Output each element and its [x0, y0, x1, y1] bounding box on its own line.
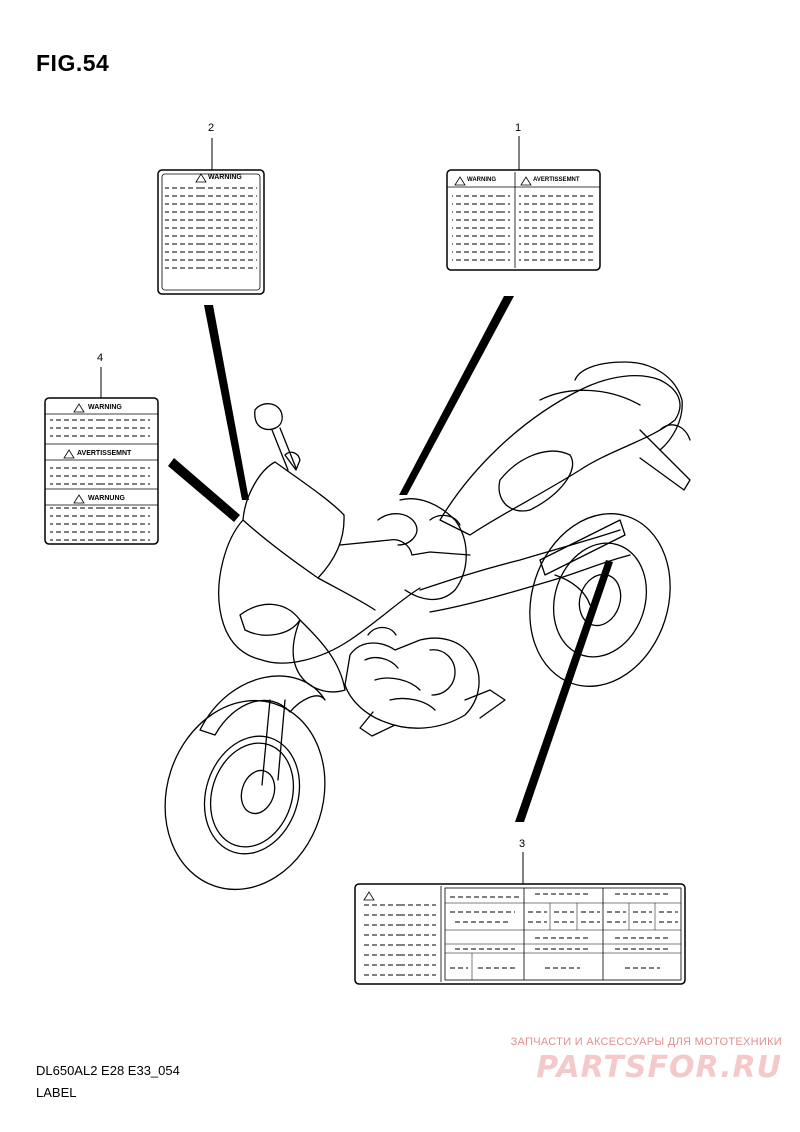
leader-label-1 [399, 296, 514, 495]
callout-number-2: 2 [208, 122, 215, 134]
label-4-drawing [44, 397, 159, 545]
warning-triangle-icon [73, 403, 85, 413]
label-1-heading-right: AVERTISSEMNT [533, 177, 580, 183]
watermark-tagline: ЗАПЧАСТИ И АКСЕССУАРЫ ДЛЯ МОТОТЕХНИКИ [510, 1036, 782, 1048]
warning-triangle-icon [63, 449, 75, 459]
label-1-drawing [446, 169, 601, 271]
figure-title: FIG.54 [36, 50, 110, 76]
leader-label-4 [168, 458, 240, 522]
warning-triangle-icon [520, 176, 532, 186]
warning-triangle-icon [363, 891, 375, 901]
callout-number-4: 4 [97, 352, 104, 364]
watermark-logo: PARTSFOR.RU [536, 1050, 782, 1085]
warning-triangle-icon [73, 494, 85, 504]
leader-label-2 [204, 305, 249, 500]
motorcycle-illustration [164, 361, 691, 891]
label-2-drawing [157, 169, 265, 295]
callout-number-3: 3 [519, 838, 526, 850]
label-3-drawing [354, 883, 686, 985]
leader-label-3 [515, 560, 613, 822]
label-4-heading-2: AVERTISSEMNT [77, 450, 132, 457]
diagram-name: LABEL [36, 1085, 77, 1100]
callout-ticks [100, 136, 524, 884]
warning-triangle-icon [195, 173, 207, 183]
warning-triangle-icon [454, 176, 466, 186]
label-4-heading-1: WARNING [88, 404, 122, 411]
label-1-heading-left: WARNING [467, 177, 496, 183]
label-2-heading: WARNING [208, 174, 242, 181]
model-code: DL650AL2 E28 E33_054 [36, 1063, 180, 1078]
leader-lines [168, 296, 613, 822]
callout-number-1: 1 [515, 122, 522, 134]
label-4-heading-3: WARNUNG [88, 495, 125, 502]
